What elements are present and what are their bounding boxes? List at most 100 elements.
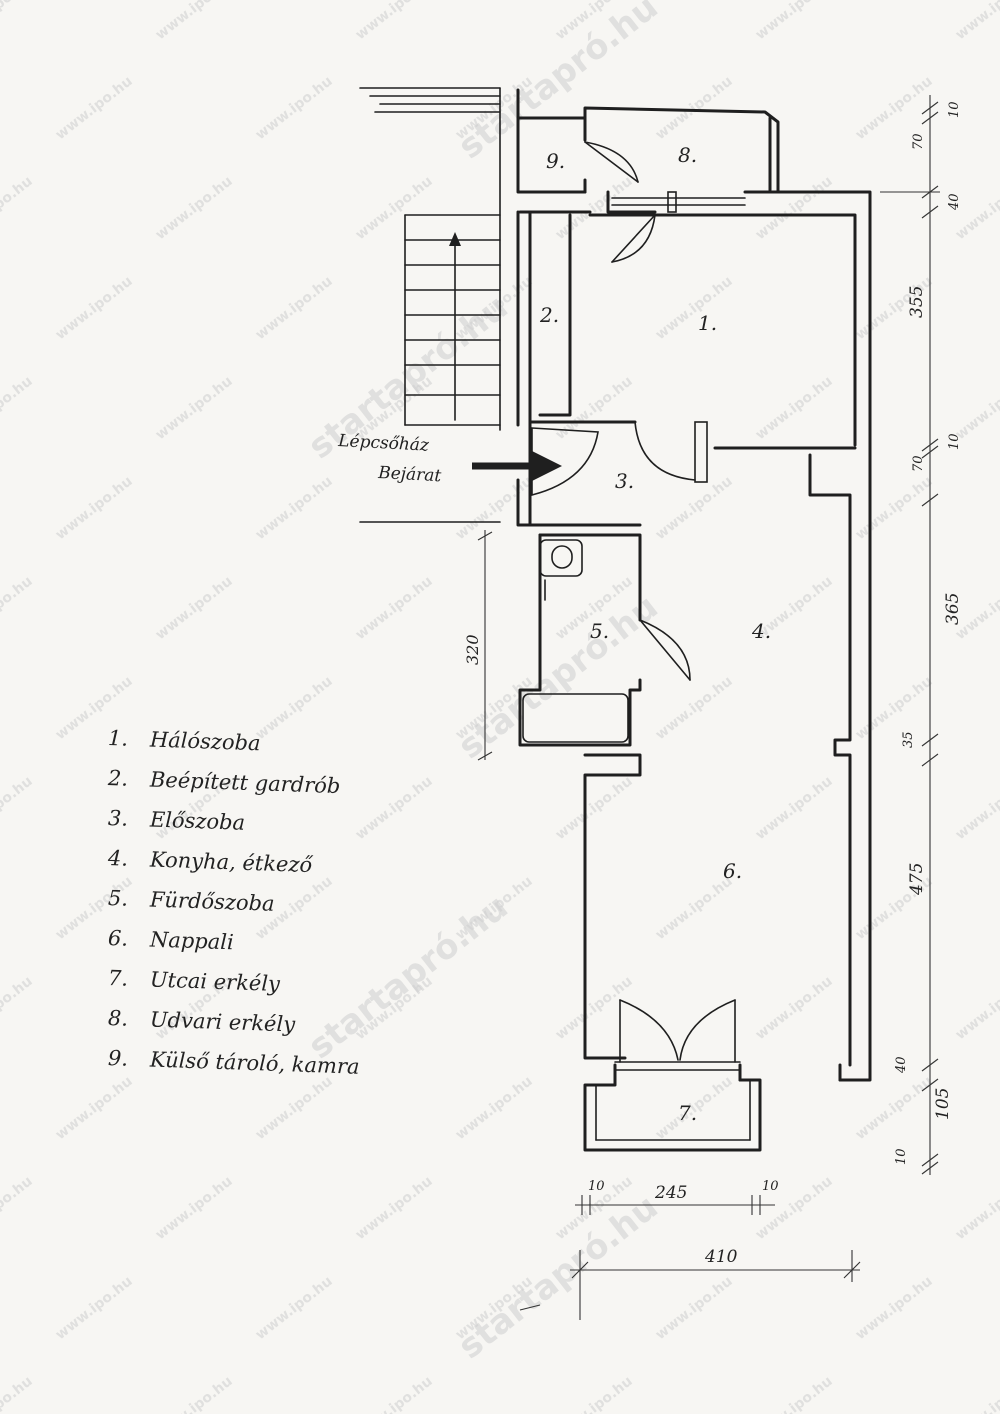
watermark-text: www.ipo.hu	[353, 0, 436, 43]
watermark-text: www.ipo.hu	[53, 73, 136, 143]
watermark-text: www.ipo.hu	[253, 1273, 336, 1343]
dimension-bottom-total: 410	[704, 1247, 738, 1267]
room-legend: 1.Hálószoba 2.Beépített gardrób 3.Előszo…	[108, 718, 360, 1079]
watermark-text: www.ipo.hu	[753, 973, 836, 1043]
dimension-bottom-mid: 245	[654, 1183, 687, 1203]
watermark-text: www.ipo.hu	[953, 1373, 1000, 1414]
watermark-text: www.ipo.hu	[353, 173, 436, 243]
dimension-right-label: 40	[947, 193, 962, 211]
dimension-tick	[921, 185, 939, 199]
dimension-tick	[921, 733, 939, 747]
watermark-text: www.ipo.hu	[0, 1373, 36, 1414]
dimension-right-label: 40	[894, 1056, 909, 1074]
room-number-1: 1.	[698, 311, 717, 335]
watermark-text: www.ipo.hu	[253, 73, 336, 143]
watermark-text: www.ipo.hu	[553, 373, 636, 443]
watermark-text: www.ipo.hu	[853, 1073, 936, 1143]
dimension-right-label: 10	[947, 433, 962, 450]
watermark-text: www.ipo.hu	[153, 173, 236, 243]
watermark-text: www.ipo.hu	[953, 773, 1000, 843]
room-number-6: 6.	[723, 859, 742, 883]
watermark-text: www.ipo.hu	[253, 473, 336, 543]
dimension-tick	[921, 493, 939, 507]
dimension-right-label: 10	[947, 101, 962, 118]
dimension-tick	[921, 1078, 939, 1092]
watermark-text: www.ipo.hu	[553, 773, 636, 843]
watermark-text: www.ipo.hu	[953, 1173, 1000, 1243]
watermark-text: www.ipo.hu	[153, 573, 236, 643]
watermark-text: www.ipo.hu	[353, 573, 436, 643]
watermark-text: www.ipo.hu	[853, 473, 936, 543]
watermark-text: www.ipo.hu	[553, 973, 636, 1043]
dimension-right-label: 10	[894, 1148, 909, 1165]
dimension-right-label: 475	[907, 863, 927, 896]
watermark-text: www.ipo.hu	[0, 0, 36, 43]
dimension-right-label: 355	[907, 286, 927, 318]
watermark-text: www.ipo.hu	[753, 0, 836, 43]
dimension-tick	[921, 1058, 939, 1072]
dimension-right-label: 105	[933, 1088, 953, 1120]
room-number-4: 4.	[751, 619, 771, 643]
room-number-8: 8.	[678, 143, 697, 167]
room-numbers: 1. 2. 3. 4. 5. 6. 7. 8. 9.	[539, 143, 771, 1125]
watermark-text: www.ipo.hu	[653, 673, 736, 743]
watermark-text: www.ipo.hu	[953, 973, 1000, 1043]
dimension-right-label: 70	[911, 455, 926, 472]
dimension-tick	[921, 438, 939, 452]
door-swings	[531, 141, 736, 1063]
watermark-text: www.ipo.hu	[353, 1373, 436, 1414]
dimension-tick	[921, 101, 939, 115]
watermark-text: www.ipo.hu	[53, 1273, 136, 1343]
entrance-label-stairwell: Lépcsőház	[337, 431, 431, 456]
watermark-text: www.ipo.hu	[353, 1173, 436, 1243]
dimension-right-label: 70	[911, 133, 926, 150]
room-number-3: 3.	[615, 469, 634, 493]
watermark-text: www.ipo.hu	[453, 1073, 536, 1143]
watermark-text: www.ipo.hu	[853, 73, 936, 143]
watermark-text: www.ipo.hu	[653, 873, 736, 943]
dimension-tick	[921, 205, 939, 219]
watermark-text: www.ipo.hu	[153, 1173, 236, 1243]
dimension-chain-right: 10 70 40 355 10 70 365 35 475 40 105 10	[880, 95, 963, 1175]
room-number-5: 5.	[590, 619, 609, 643]
watermark-text: www.ipo.hu	[0, 173, 36, 243]
watermark-brand: startapró.hu	[451, 587, 666, 767]
watermark-text: www.ipo.hu	[753, 173, 836, 243]
watermark-text: www.ipo.hu	[553, 173, 636, 243]
dimension-tick	[921, 1161, 939, 1175]
staircase	[359, 87, 501, 523]
dimension-right-label: 35	[901, 731, 916, 748]
room-number-2: 2.	[539, 303, 559, 327]
watermark-text: www.ipo.hu	[853, 673, 936, 743]
watermark-text: www.ipo.hu	[0, 573, 36, 643]
entrance-marker: Lépcsőház Bejárat	[337, 431, 562, 486]
dimension-tick	[921, 445, 939, 459]
watermark-brand: startapró.hu	[451, 1187, 666, 1367]
dimension-right-label: 365	[943, 593, 963, 625]
watermark-text: www.ipo.hu	[0, 1173, 36, 1243]
watermark-text: www.ipo.hu	[153, 373, 236, 443]
watermark-text: www.ipo.hu	[753, 1373, 836, 1414]
watermark-text: www.ipo.hu	[0, 773, 36, 843]
dimension-left-label: 320	[463, 634, 482, 665]
watermark-text: www.ipo.hu	[953, 0, 1000, 43]
watermark-text: www.ipo.hu	[153, 0, 236, 43]
watermark-text: www.ipo.hu	[753, 773, 836, 843]
dimension-bottom-small-right: 10	[762, 1179, 779, 1194]
dimension-tick	[921, 111, 939, 125]
dimension-chain-bottom: 10 245 10 410	[519, 1179, 861, 1320]
watermark-text: www.ipo.hu	[853, 1273, 936, 1343]
watermark-text: www.ipo.hu	[0, 373, 36, 443]
dimension-bottom-small-left: 10	[588, 1179, 605, 1194]
dimension-tick	[921, 1153, 939, 1167]
watermark-text: www.ipo.hu	[153, 1373, 236, 1414]
dimension-left: 320	[463, 530, 493, 761]
watermark-text: www.ipo.hu	[53, 473, 136, 543]
watermark-text: www.ipo.hu	[653, 273, 736, 343]
watermark-text: www.ipo.hu	[553, 1373, 636, 1414]
walls	[516, 88, 872, 1152]
dimension-tick	[921, 753, 939, 767]
watermark-text: www.ipo.hu	[0, 973, 36, 1043]
watermark-text: www.ipo.hu	[53, 273, 136, 343]
